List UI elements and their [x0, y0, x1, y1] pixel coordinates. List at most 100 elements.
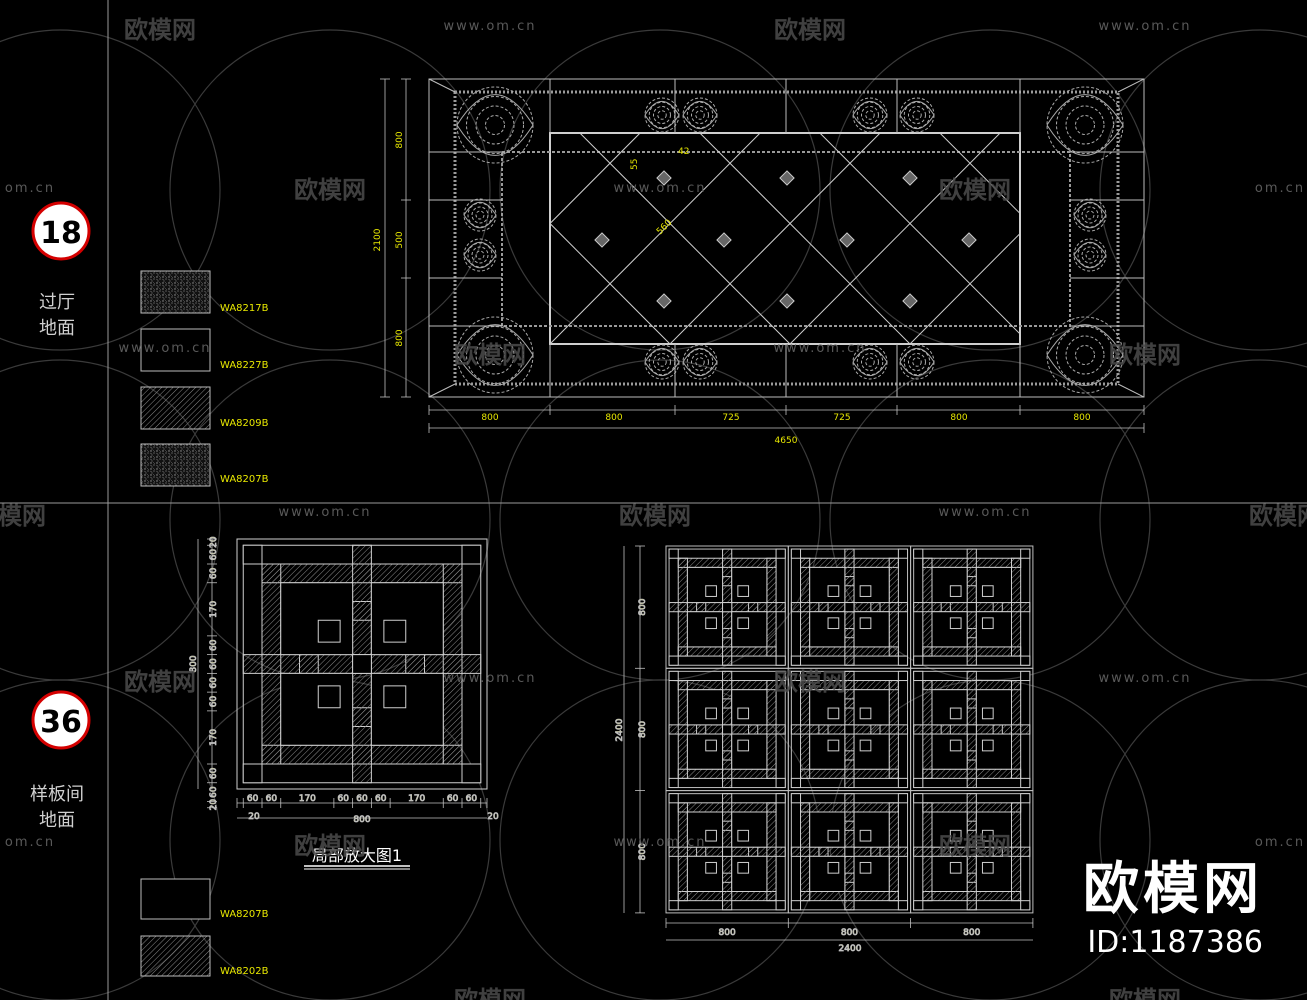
svg-text:60: 60: [338, 794, 350, 804]
svg-text:60: 60: [247, 794, 259, 804]
legend-code: WA8202B: [220, 966, 269, 977]
svg-text:800: 800: [638, 598, 648, 615]
svg-text:800: 800: [605, 413, 622, 423]
watermark-url: om.cn: [1255, 835, 1305, 850]
watermark-brand: 欧模网: [454, 986, 526, 1000]
svg-text:42: 42: [678, 147, 689, 157]
svg-text:60: 60: [447, 794, 459, 804]
watermark-url: www.om.cn: [614, 181, 707, 196]
node-square: [779, 170, 795, 186]
watermark-url: om.cn: [5, 835, 55, 850]
node-square: [779, 293, 795, 309]
watermark-brand: 欧模网: [1109, 986, 1181, 1000]
node-square: [533, 171, 547, 185]
svg-text:800: 800: [353, 815, 370, 825]
svg-text:60: 60: [209, 696, 219, 708]
watermark-url: om.cn: [5, 181, 55, 196]
svg-text:725: 725: [833, 413, 850, 423]
node-square: [594, 232, 610, 248]
svg-text:800: 800: [638, 843, 648, 860]
swatch-wa8207b: [140, 443, 211, 487]
ornament-swirl: [899, 344, 935, 380]
ornament-swirl: [456, 86, 534, 164]
node-square: [716, 232, 732, 248]
svg-text:725: 725: [722, 413, 739, 423]
svg-text:2100: 2100: [373, 228, 383, 251]
svg-text:60: 60: [209, 639, 219, 651]
sample-room-floor-plan: [665, 545, 1034, 914]
section-label-36-line1: 样板间: [30, 784, 84, 805]
svg-text:55: 55: [630, 159, 640, 170]
node-square: [902, 293, 918, 309]
detail-enlarged-plan: [236, 538, 488, 790]
svg-text:60: 60: [209, 767, 219, 779]
svg-text:20: 20: [209, 799, 219, 811]
ornament-swirl: [682, 344, 718, 380]
svg-text:60: 60: [266, 794, 278, 804]
legend-code: WA8217B: [220, 303, 269, 314]
svg-text:60: 60: [209, 658, 219, 670]
svg-text:60: 60: [209, 786, 219, 798]
ornament-swirl: [463, 198, 497, 232]
svg-text:170: 170: [408, 794, 425, 804]
brand-id: ID:1187386: [1087, 925, 1263, 960]
svg-text:800: 800: [963, 928, 980, 938]
legend-lower: WA8207B WA8202B: [140, 878, 269, 977]
svg-text:800: 800: [950, 413, 967, 423]
watermark-url: www.om.cn: [774, 341, 867, 356]
ornament-swirl: [899, 97, 935, 133]
watermark-url: www.om.cn: [1099, 671, 1192, 686]
ornament-swirl: [1046, 316, 1124, 394]
svg-text:170: 170: [209, 729, 219, 746]
watermark-brand: 欧模网: [1249, 502, 1307, 530]
svg-text:60: 60: [209, 549, 219, 561]
brand-logo-text: 欧模网: [1083, 857, 1263, 922]
ornament-swirl: [456, 316, 534, 394]
swatch-wa8209b: [140, 386, 211, 430]
svg-text:500: 500: [395, 231, 405, 248]
ornament-swirl: [682, 97, 718, 133]
watermark-url: www.om.cn: [444, 671, 537, 686]
legend-code: WA8227B: [220, 360, 269, 371]
section-badge-36: 36: [31, 690, 91, 750]
svg-text:800: 800: [841, 928, 858, 938]
watermark-brand: 欧模网: [454, 341, 526, 369]
swatch-wa8217b: [140, 270, 211, 314]
watermark-url: www.om.cn: [939, 505, 1032, 520]
watermark-brand: 欧模网: [774, 668, 846, 696]
svg-text:2400: 2400: [615, 718, 625, 741]
section-number-36: 36: [40, 705, 82, 740]
top-floor-plan: [428, 78, 1145, 398]
swatch-wa8207b-lower: [140, 878, 211, 920]
svg-text:20: 20: [487, 812, 499, 822]
node-square: [839, 232, 855, 248]
watermark-brand: 欧模网: [774, 16, 846, 44]
watermark-url: www.om.cn: [279, 505, 372, 520]
node-square: [961, 232, 977, 248]
watermark-url: www.om.cn: [614, 835, 707, 850]
ornament-swirl: [1073, 238, 1107, 272]
ornament-swirl: [852, 344, 888, 380]
section-label-36-line2: 地面: [39, 810, 75, 831]
svg-text:60: 60: [356, 794, 368, 804]
watermark-brand: 欧模网: [619, 502, 691, 530]
svg-text:170: 170: [209, 600, 219, 617]
svg-text:60: 60: [209, 567, 219, 579]
watermark-url: www.om.cn: [119, 341, 212, 356]
ornament-swirl: [1073, 198, 1107, 232]
svg-text:800: 800: [719, 928, 736, 938]
svg-text:800: 800: [395, 329, 405, 346]
ornament-swirl: [463, 238, 497, 272]
section-label-18-line1: 过厅: [39, 292, 75, 313]
swatch-wa8202b: [140, 935, 211, 977]
watermark-url: www.om.cn: [444, 19, 537, 34]
legend-code: WA8207B: [220, 474, 269, 485]
svg-text:560: 560: [655, 218, 674, 237]
watermark-brand: 欧模网: [124, 16, 196, 44]
svg-text:60: 60: [209, 677, 219, 689]
